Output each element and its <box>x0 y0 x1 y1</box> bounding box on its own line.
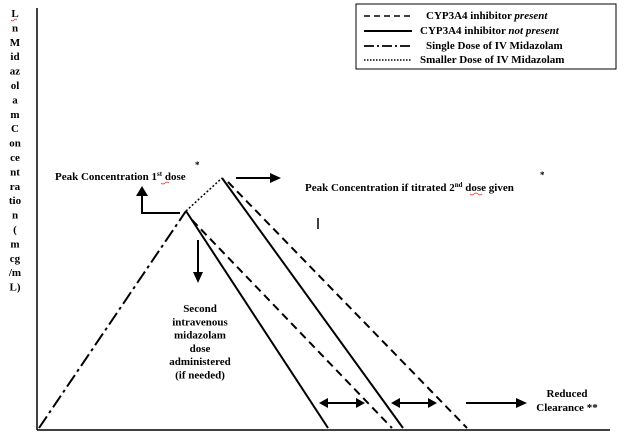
reduced-clearance-line: Clearance ** <box>536 402 598 414</box>
second-dose-dashed-decline <box>227 181 468 429</box>
peak1-label-text: Peak Concentration 1 <box>55 171 157 183</box>
peak1-label-sup: st <box>157 170 163 178</box>
y-axis-label-line: ol <box>11 80 20 92</box>
legend-item-dotted: Smaller Dose of IV Midazolam <box>420 54 564 66</box>
peak2-label: Peak Concentration if titrated 2nd dose … <box>305 181 514 194</box>
y-axis-label-line: az <box>10 66 21 78</box>
legend-item-dashed-em: present <box>513 10 548 22</box>
y-axis-label-squiggle <box>10 18 18 22</box>
y-axis-label-line: C <box>11 123 19 135</box>
y-axis-label-line: M <box>10 37 21 49</box>
second-dose-line: administered <box>169 356 231 368</box>
legend-box <box>355 3 617 70</box>
peak2-label-text: Peak Concentration if titrated 2 <box>305 182 455 194</box>
first-dose-dashed-decline <box>191 219 393 429</box>
peak2-label-tail: dose given <box>463 182 514 194</box>
peak1-asterisk: * <box>195 160 200 170</box>
second-dose-line: intravenous <box>172 316 228 328</box>
peak1-squiggle <box>160 181 170 185</box>
peak1-label: Peak Concentration 1st dose <box>55 170 186 183</box>
y-axis-label-line: n <box>12 210 18 222</box>
peak1-elbow-arrow <box>141 195 180 214</box>
y-axis-label-line: ce <box>10 152 20 164</box>
y-axis-label-line: /m <box>8 267 21 279</box>
y-axis-label-line: ( <box>13 224 17 236</box>
second-dose-arrowhead <box>193 272 203 283</box>
arrows <box>136 173 527 408</box>
clearance-gap-arrowhead-1b <box>356 398 365 408</box>
y-axis-label-line: L) <box>10 282 21 294</box>
y-axis-label-line: m <box>10 109 19 121</box>
second-dose-solid-decline <box>221 177 404 429</box>
clearance-gap-arrowhead-2a <box>391 398 400 408</box>
legend: CYP3A4 inhibitor present CYP3A4 inhibito… <box>355 3 617 70</box>
peak2-arrowhead <box>270 173 281 183</box>
peak1-arrowhead <box>136 186 148 196</box>
legend-item-solid: CYP3A4 inhibitor not present <box>420 25 560 37</box>
reduced-clearance-arrowhead <box>516 398 527 408</box>
y-axis-label-line: id <box>10 51 19 63</box>
first-dose-solid-decline <box>185 210 329 429</box>
peak1-label-tail: dose <box>162 171 186 183</box>
y-axis-label-line: cg <box>10 253 21 265</box>
second-dose-line: (if needed) <box>175 370 225 382</box>
legend-item-dashed: CYP3A4 inhibitor present <box>426 10 548 22</box>
legend-item-solid-em: not present <box>508 25 559 37</box>
y-axis-label-line: a <box>12 94 18 106</box>
curves <box>38 177 468 429</box>
y-axis-label-line: nt <box>10 166 20 178</box>
clearance-gap-arrowhead-1a <box>319 398 328 408</box>
peak2-squiggle <box>469 192 483 196</box>
legend-item-dash-dot: Single Dose of IV Midazolam <box>426 40 563 52</box>
second-dose-line: dose <box>190 343 211 355</box>
y-axis-label-line: ra <box>10 181 21 193</box>
reduced-clearance-line: Reduced <box>547 388 588 400</box>
legend-item-solid-text: CYP3A4 inhibitor <box>420 25 508 37</box>
y-axis-label-line: tio <box>9 195 22 207</box>
single-dose-rise-line <box>38 210 187 429</box>
second-dose-line: Second <box>183 303 217 315</box>
peak2-asterisk: * <box>540 170 545 180</box>
y-axis-label-line: on <box>9 138 21 150</box>
y-axis-label-line: m <box>10 238 19 250</box>
smaller-dose-rise-line <box>185 177 223 212</box>
clearance-gap-arrowhead-2b <box>428 398 437 408</box>
peak2-label-sup: nd <box>455 181 463 189</box>
second-dose-line: midazolam <box>174 330 226 342</box>
legend-item-dashed-text: CYP3A4 inhibitor <box>426 10 514 22</box>
y-axis-label-line: n <box>12 22 18 34</box>
y-axis-label-line: L <box>11 8 18 20</box>
